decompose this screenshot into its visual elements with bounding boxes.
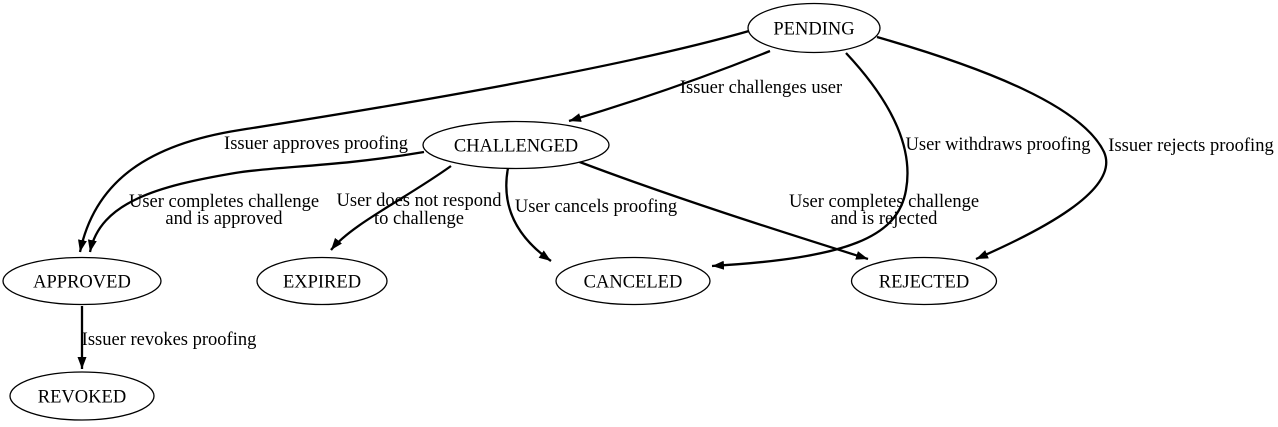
edge-challenged-canceled: User cancels proofing bbox=[505, 167, 677, 262]
edge-label: and is rejected bbox=[831, 209, 939, 229]
edge-challenged-expired: User does not respond to challenge bbox=[330, 165, 503, 251]
edge-label: User completes challenge bbox=[789, 192, 979, 212]
edge-path-challenged-canceled bbox=[505, 167, 552, 262]
node-pending: PENDING bbox=[747, 2, 881, 54]
node-approved: APPROVED bbox=[2, 256, 162, 306]
node-expired-label: EXPIRED bbox=[283, 273, 361, 293]
edge-path-pending-approved bbox=[78, 29, 750, 253]
edge-label: User does not respond bbox=[337, 191, 503, 211]
edge-label: User completes challenge bbox=[129, 192, 319, 212]
node-canceled: CANCELED bbox=[555, 256, 711, 306]
node-revoked: REVOKED bbox=[9, 371, 155, 421]
node-pending-label: PENDING bbox=[773, 20, 854, 40]
edge-path-pending-challenged bbox=[568, 49, 771, 123]
node-challenged-label: CHALLENGED bbox=[454, 137, 578, 157]
edge-label: Issuer rejects proofing bbox=[1108, 136, 1273, 156]
edge-approved-revoked: Issuer revokes proofing bbox=[77, 306, 257, 369]
edge-pending-rejected: Issuer rejects proofing bbox=[876, 35, 1274, 261]
node-challenged-shape bbox=[422, 120, 610, 170]
edges: Issuer challenges user Issuer approves p… bbox=[77, 29, 1274, 369]
edge-challenged-rejected: User completes challenge and is rejected bbox=[576, 159, 979, 261]
node-revoked-shape bbox=[9, 371, 155, 421]
node-pending-shape bbox=[747, 2, 881, 54]
node-canceled-shape bbox=[555, 256, 711, 306]
edge-label: Issuer challenges user bbox=[680, 78, 842, 98]
edge-label: User cancels proofing bbox=[515, 197, 677, 217]
edge-pending-challenged: Issuer challenges user bbox=[568, 49, 842, 123]
node-rejected: REJECTED bbox=[850, 256, 998, 306]
edge-path-challenged-approved bbox=[87, 150, 425, 253]
edge-label: Issuer approves proofing bbox=[224, 134, 408, 154]
edge-path-challenged-rejected bbox=[576, 159, 869, 261]
edge-path-challenged-expired bbox=[330, 165, 452, 251]
edge-label: to challenge bbox=[374, 209, 464, 229]
node-canceled-label: CANCELED bbox=[584, 273, 683, 293]
edge-label: Issuer revokes proofing bbox=[82, 330, 257, 350]
nodes: PENDING CHALLENGED APPROVED EXPIRED CANC… bbox=[2, 2, 998, 421]
edge-pending-approved: Issuer approves proofing bbox=[78, 29, 750, 253]
node-approved-shape bbox=[2, 256, 162, 306]
edge-path-pending-rejected bbox=[876, 35, 1108, 261]
edge-pending-canceled: User withdraws proofing bbox=[711, 52, 1091, 270]
edge-path-pending-canceled bbox=[711, 52, 909, 270]
edge-label: User withdraws proofing bbox=[906, 135, 1091, 155]
node-approved-label: APPROVED bbox=[33, 273, 131, 293]
node-challenged: CHALLENGED bbox=[422, 120, 610, 170]
node-rejected-label: REJECTED bbox=[879, 273, 969, 293]
node-expired-shape bbox=[256, 256, 388, 306]
node-revoked-label: REVOKED bbox=[38, 388, 126, 408]
node-expired: EXPIRED bbox=[256, 256, 388, 306]
node-rejected-shape bbox=[850, 256, 998, 306]
edge-label: and is approved bbox=[165, 209, 283, 229]
edge-challenged-approved: User completes challenge and is approved bbox=[87, 150, 425, 253]
